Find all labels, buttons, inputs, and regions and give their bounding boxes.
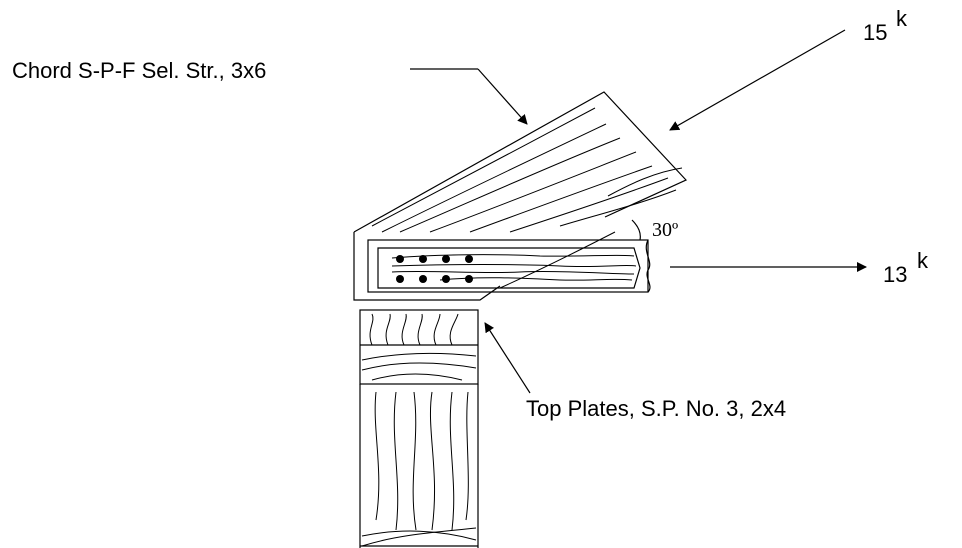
bottom-chord-member [367, 231, 651, 293]
top-plates [359, 309, 479, 385]
top-chord-grain [371, 107, 683, 233]
angle-label: 30º [652, 219, 678, 241]
nail-fastener [419, 275, 427, 283]
nail-fastener [465, 275, 473, 283]
top-plates-leader-arrow [484, 322, 531, 394]
stud-grain [361, 391, 477, 547]
nail-fastener [396, 275, 404, 283]
wall-stud [359, 384, 479, 548]
nail-fastener [465, 255, 473, 263]
nail-fastener [419, 255, 427, 263]
top-plates-grain [361, 313, 477, 381]
force-value-horizontal: 13 [883, 262, 907, 287]
top-chord-member [353, 91, 688, 301]
chord-label: Chord S-P-F Sel. Str., 3x6 [12, 58, 266, 83]
force-value-diagonal: 15 [863, 20, 887, 45]
force-label-diagonal: 15 k [863, 6, 908, 45]
force-unit-horizontal: k [917, 248, 929, 273]
nail-fastener [442, 255, 450, 263]
nail-fastener [396, 255, 404, 263]
force-label-horizontal: 13 k [883, 248, 929, 287]
chord-leader-arrow [477, 68, 528, 125]
nail-fastener [442, 275, 450, 283]
top-plates-label: Top Plates, S.P. No. 3, 2x4 [526, 396, 786, 421]
nail-fasteners [396, 255, 473, 283]
force-unit-diagonal: k [896, 6, 908, 31]
force-arrow-diagonal [669, 29, 846, 131]
angle-arc [631, 219, 641, 241]
